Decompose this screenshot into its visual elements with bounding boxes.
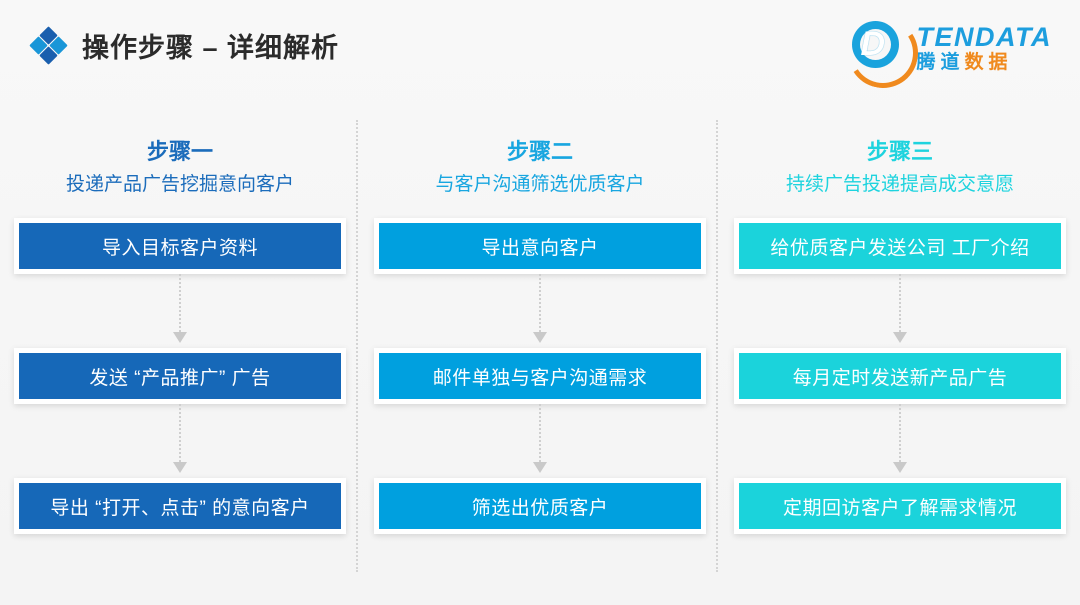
- arrow-connector-3-2: [893, 404, 907, 478]
- step-column-2: 步骤二 与客户沟通筛选优质客户 导出意向客户 邮件单独与客户沟通需求 筛选出优质…: [360, 120, 720, 590]
- arrow-head-icon: [173, 462, 187, 473]
- step-subtitle-3: 持续广告投递提高成交意愿: [785, 174, 1014, 195]
- arrow-connector-2-1: [533, 274, 547, 348]
- arrow-line-icon: [539, 404, 541, 462]
- step-subtitle-2: 与客户沟通筛选优质客户: [435, 174, 645, 195]
- step-boxes-3: 给优质客户发送公司 工厂介绍 每月定时发送新产品广告 定期回访客户了解需求情况: [720, 218, 1080, 534]
- logo-letter: D: [860, 25, 886, 63]
- step-title-2: 步骤二: [506, 139, 573, 164]
- logo-name-cn-blue: 腾道: [916, 51, 965, 73]
- logo-name-cn: 腾道数据: [917, 52, 1052, 74]
- step-subtitle-1: 投递产品广告挖掘意向客户: [65, 174, 294, 195]
- step-title-3: 步骤三: [866, 139, 933, 164]
- step-box-1-2[interactable]: 发送 “产品推广” 广告: [14, 348, 346, 404]
- step-box-1-3[interactable]: 导出 “打开、点击” 的意向客户: [14, 478, 346, 534]
- step-title-1: 步骤一: [146, 139, 213, 164]
- arrow-head-icon: [173, 332, 187, 343]
- arrow-connector-3-1: [893, 274, 907, 348]
- arrow-line-icon: [539, 274, 541, 332]
- logo-ring-inner-icon: [859, 29, 891, 60]
- arrow-line-icon: [179, 274, 181, 332]
- step-boxes-2: 导出意向客户 邮件单独与客户沟通需求 筛选出优质客户: [360, 218, 720, 534]
- brand-logo: D TENDATA 腾道数据: [841, 11, 1052, 95]
- step-boxes-1: 导入目标客户资料 发送 “产品推广” 广告 导出 “打开、点击” 的意向客户: [0, 218, 360, 534]
- arrow-connector-2-2: [533, 404, 547, 478]
- step-box-2-3[interactable]: 筛选出优质客户: [374, 478, 706, 534]
- arrow-line-icon: [899, 274, 901, 332]
- arrow-head-icon: [893, 332, 907, 343]
- step-column-3: 步骤三 持续广告投递提高成交意愿 给优质客户发送公司 工厂介绍 每月定时发送新产…: [720, 120, 1080, 590]
- page-title: 操作步骤 – 详细解析: [82, 33, 340, 63]
- title-group: 操作步骤 – 详细解析: [29, 25, 340, 65]
- step-box-2-1[interactable]: 导出意向客户: [374, 218, 706, 274]
- arrow-connector-1-1: [173, 274, 187, 348]
- logo-name-en: TENDATA: [916, 21, 1052, 52]
- arrow-connector-1-2: [173, 404, 187, 478]
- arrow-line-icon: [179, 404, 181, 462]
- step-box-3-1[interactable]: 给优质客户发送公司 工厂介绍: [734, 218, 1066, 274]
- step-box-3-2[interactable]: 每月定时发送新产品广告: [734, 348, 1066, 404]
- step-box-3-3[interactable]: 定期回访客户了解需求情况: [734, 478, 1066, 534]
- column-divider-2: [716, 120, 718, 572]
- arrow-head-icon: [893, 462, 907, 473]
- arrow-head-icon: [533, 332, 547, 343]
- diamond-cluster-icon: [29, 25, 68, 65]
- arrow-head-icon: [533, 462, 547, 473]
- column-divider-1: [356, 120, 358, 572]
- step-box-2-2[interactable]: 邮件单独与客户沟通需求: [374, 348, 706, 404]
- slide-header: 操作步骤 – 详细解析 D TENDATA 腾道数据: [0, 0, 1080, 100]
- steps-container: 步骤一 投递产品广告挖掘意向客户 导入目标客户资料 发送 “产品推广” 广告 导…: [0, 120, 1080, 590]
- step-column-1: 步骤一 投递产品广告挖掘意向客户 导入目标客户资料 发送 “产品推广” 广告 导…: [0, 120, 360, 590]
- logo-name-cn-orange: 数据: [964, 51, 1013, 73]
- step-box-1-1[interactable]: 导入目标客户资料: [14, 218, 346, 274]
- logo-wordmark: TENDATA 腾道数据: [917, 23, 1052, 74]
- arrow-line-icon: [899, 404, 901, 462]
- logo-mark-icon: D: [841, 11, 925, 95]
